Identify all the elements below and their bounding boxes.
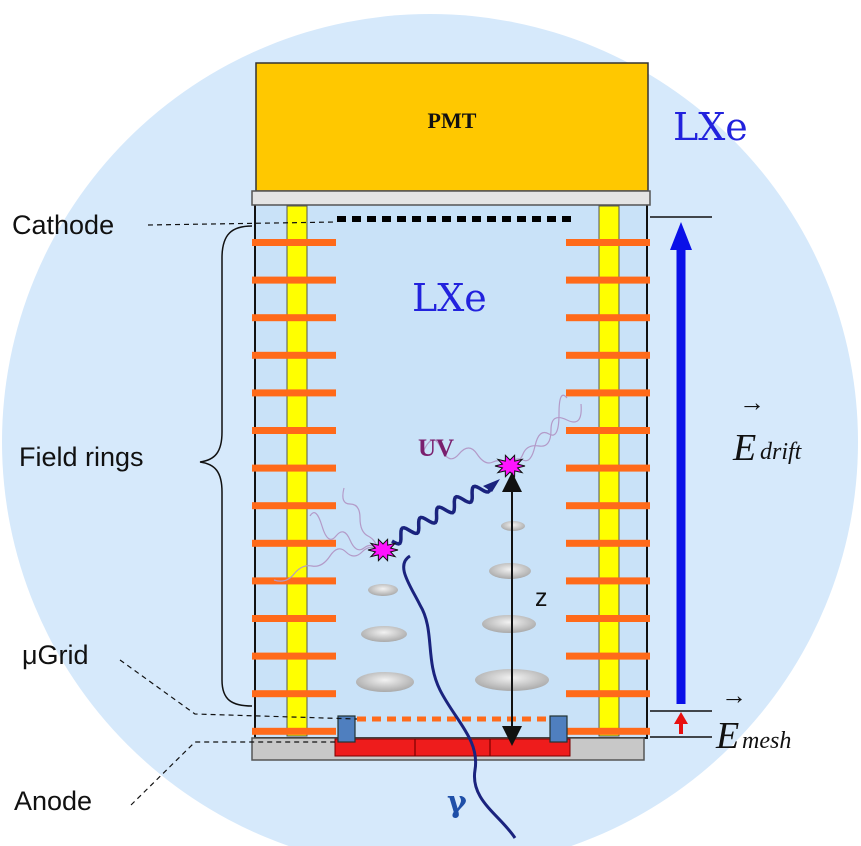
cathode-label: Cathode (12, 210, 114, 240)
e-mesh-subscript: mesh (742, 728, 791, 754)
field-ring-left (252, 615, 336, 622)
field-ring-left (252, 577, 336, 585)
field-ring-left (252, 276, 336, 284)
field-ring-left (252, 389, 336, 397)
field-ring-right (566, 276, 650, 284)
field-ring-right (566, 539, 650, 547)
lxe-inner-label: LXe (412, 276, 487, 320)
field-ring-left (252, 539, 336, 547)
mugrid-label: μGrid (22, 640, 89, 670)
anode-label: Anode (14, 786, 92, 816)
field-ring-left (252, 690, 336, 698)
mesh-field-arrowhead (674, 712, 688, 724)
gamma-track (402, 554, 517, 839)
pmt-window (251, 190, 651, 206)
field-ring-left (252, 427, 336, 434)
e-drift-vector-mark: → (739, 388, 765, 417)
field-ring-right (566, 351, 650, 359)
drift-field-arrowhead (670, 222, 692, 250)
field-ring-right (566, 577, 650, 585)
gamma-label: γ (447, 785, 467, 820)
field-ring-left (252, 652, 336, 660)
mugrid-leader (119, 659, 358, 720)
field-rings-label: Field rings (19, 442, 144, 472)
field-ring-left (252, 727, 336, 735)
field-ring-left (252, 239, 336, 246)
field-ring-right (566, 314, 650, 322)
z-label: z (535, 584, 548, 612)
anode-leader (130, 741, 335, 806)
uv-photon-traces (273, 394, 582, 582)
anode-pad (334, 738, 571, 757)
e-mesh-vector-mark: → (721, 681, 747, 710)
e-mesh-label: E (715, 715, 739, 757)
field-ring-left (252, 502, 336, 510)
field-rings-right (566, 239, 650, 735)
field-ring-right (566, 427, 650, 434)
field-ring-left (252, 464, 336, 472)
field-ring-right (566, 690, 650, 698)
field-ring-left (252, 351, 336, 359)
field-ring-right (566, 615, 650, 622)
field-ring-left (252, 314, 336, 322)
spacer-right (549, 715, 568, 743)
e-drift-subscript: drift (760, 439, 803, 465)
field-rings-left (252, 239, 336, 735)
field-ring-right (566, 502, 650, 510)
scattered-photon (391, 484, 492, 546)
interaction-spark-1 (367, 538, 399, 562)
field-ring-right (566, 727, 650, 735)
pmt (255, 62, 649, 192)
e-drift-label: E (732, 427, 756, 469)
cathode-leader (147, 221, 338, 226)
photon-arrowhead (483, 479, 500, 492)
spacer-left (337, 715, 356, 743)
field-ring-right (566, 464, 650, 472)
field-ring-right (566, 389, 650, 397)
pmt-label: PMT (428, 108, 477, 133)
uv-label: UV (418, 435, 454, 462)
field-ring-right (566, 652, 650, 660)
field-rings-brace (199, 225, 253, 707)
field-ring-right (566, 239, 650, 246)
lxe-outer-label: LXe (673, 105, 748, 149)
